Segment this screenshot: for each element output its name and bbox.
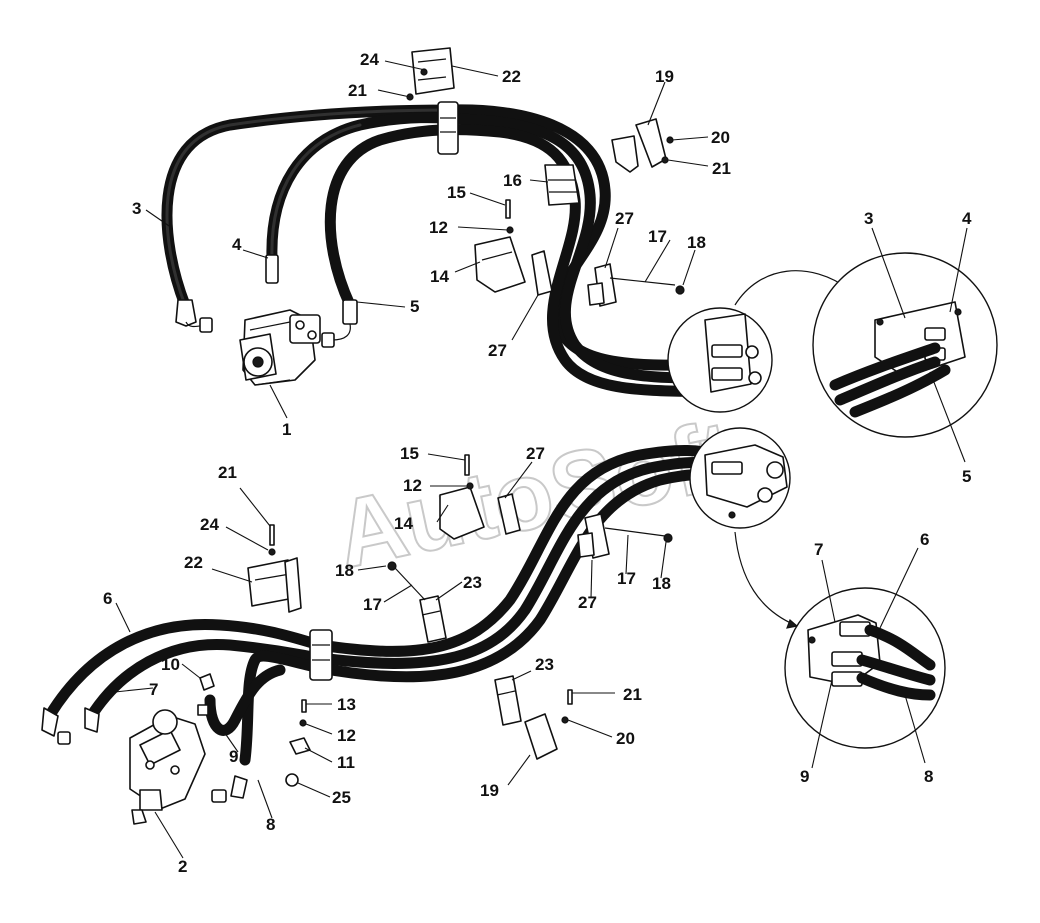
callout-17: 17 [617, 569, 636, 588]
callout-5: 5 [962, 467, 971, 486]
bracket-part-14-top [474, 199, 553, 296]
callout-3: 3 [132, 199, 141, 218]
callout-19: 19 [480, 781, 499, 800]
callout-15: 15 [400, 444, 419, 463]
clamp-part-27-bottom [577, 513, 673, 559]
callout-19: 19 [655, 67, 674, 86]
callout-6: 6 [103, 589, 112, 608]
clamp-part-27-top [587, 263, 685, 307]
pump-part-2 [129, 709, 206, 825]
clamp-part-16 [544, 164, 580, 206]
callout-12: 12 [429, 218, 448, 237]
callout-14: 14 [394, 514, 413, 533]
callout-10: 10 [161, 655, 180, 674]
callout-21: 21 [623, 685, 642, 704]
clamp-part-23-right [494, 675, 522, 726]
callout-21: 21 [348, 81, 367, 100]
callout-4: 4 [962, 209, 972, 228]
top-bracket-part-22 [406, 47, 459, 155]
callout-9: 9 [800, 767, 809, 786]
bracket-part-22-bottom [247, 524, 302, 613]
callout-20: 20 [711, 128, 730, 147]
callout-5: 5 [410, 297, 419, 316]
top-detail-arrow [734, 270, 851, 306]
callout-20: 20 [616, 729, 635, 748]
callout-7: 7 [814, 540, 823, 559]
callout-18: 18 [687, 233, 706, 252]
callout-18: 18 [652, 574, 671, 593]
callout-23: 23 [463, 573, 482, 592]
callout-1: 1 [282, 420, 291, 439]
callout-14: 14 [430, 267, 449, 286]
bracket-part-19-top [611, 118, 674, 173]
bottom-hose-fittings [41, 673, 248, 803]
callout-22: 22 [184, 553, 203, 572]
leader-lines [114, 60, 968, 859]
bottom-clamp-center [309, 629, 333, 681]
callouts-bottom: 15 27 12 14 21 24 22 18 17 23 27 17 18 6… [103, 444, 671, 876]
bottom-hose-end-block [689, 427, 791, 529]
bottom-hose-bundle [44, 445, 731, 766]
callout-16: 16 [503, 171, 522, 190]
callout-21: 21 [218, 463, 237, 482]
callout-4: 4 [232, 235, 242, 254]
callouts-bottom-detail: 7 6 9 8 [800, 530, 933, 786]
callout-21: 21 [712, 159, 731, 178]
callout-17: 17 [363, 595, 382, 614]
callout-22: 22 [502, 67, 521, 86]
callout-27: 27 [615, 209, 634, 228]
callout-27: 27 [526, 444, 545, 463]
callout-8: 8 [924, 767, 933, 786]
callout-11: 11 [337, 753, 355, 772]
callout-15: 15 [447, 183, 466, 202]
callout-18: 18 [335, 561, 354, 580]
callout-23: 23 [535, 655, 554, 674]
bottom-detail-arrow [734, 531, 796, 626]
bracket-part-19-bottom [524, 689, 573, 760]
callout-7: 7 [149, 680, 158, 699]
callout-3: 3 [864, 209, 873, 228]
bottom-detail-arrowhead [786, 618, 799, 629]
top-hose-end-block [667, 307, 773, 413]
callout-6: 6 [920, 530, 929, 549]
callout-12: 12 [403, 476, 422, 495]
callout-17: 17 [648, 227, 667, 246]
callout-24: 24 [200, 515, 219, 534]
small-parts-11-13-25 [285, 699, 311, 787]
pump-part-1 [239, 309, 321, 386]
top-detail-view [812, 252, 998, 438]
top-hose-bundle [161, 104, 726, 398]
callout-27: 27 [488, 341, 507, 360]
callout-8: 8 [266, 815, 275, 834]
callout-25: 25 [332, 788, 351, 807]
callout-9: 9 [229, 747, 238, 766]
clamp-part-23-left [387, 561, 447, 643]
callout-12: 12 [337, 726, 356, 745]
callouts-top-detail: 3 4 5 [864, 209, 972, 486]
callout-24: 24 [360, 50, 379, 69]
top-hose-fittings [175, 254, 358, 348]
bottom-detail-view [784, 587, 946, 749]
callout-13: 13 [337, 695, 356, 714]
callouts-top: 24 22 21 19 20 21 16 15 12 14 27 27 17 1… [132, 50, 731, 439]
callout-27: 27 [578, 593, 597, 612]
callout-2: 2 [178, 857, 187, 876]
